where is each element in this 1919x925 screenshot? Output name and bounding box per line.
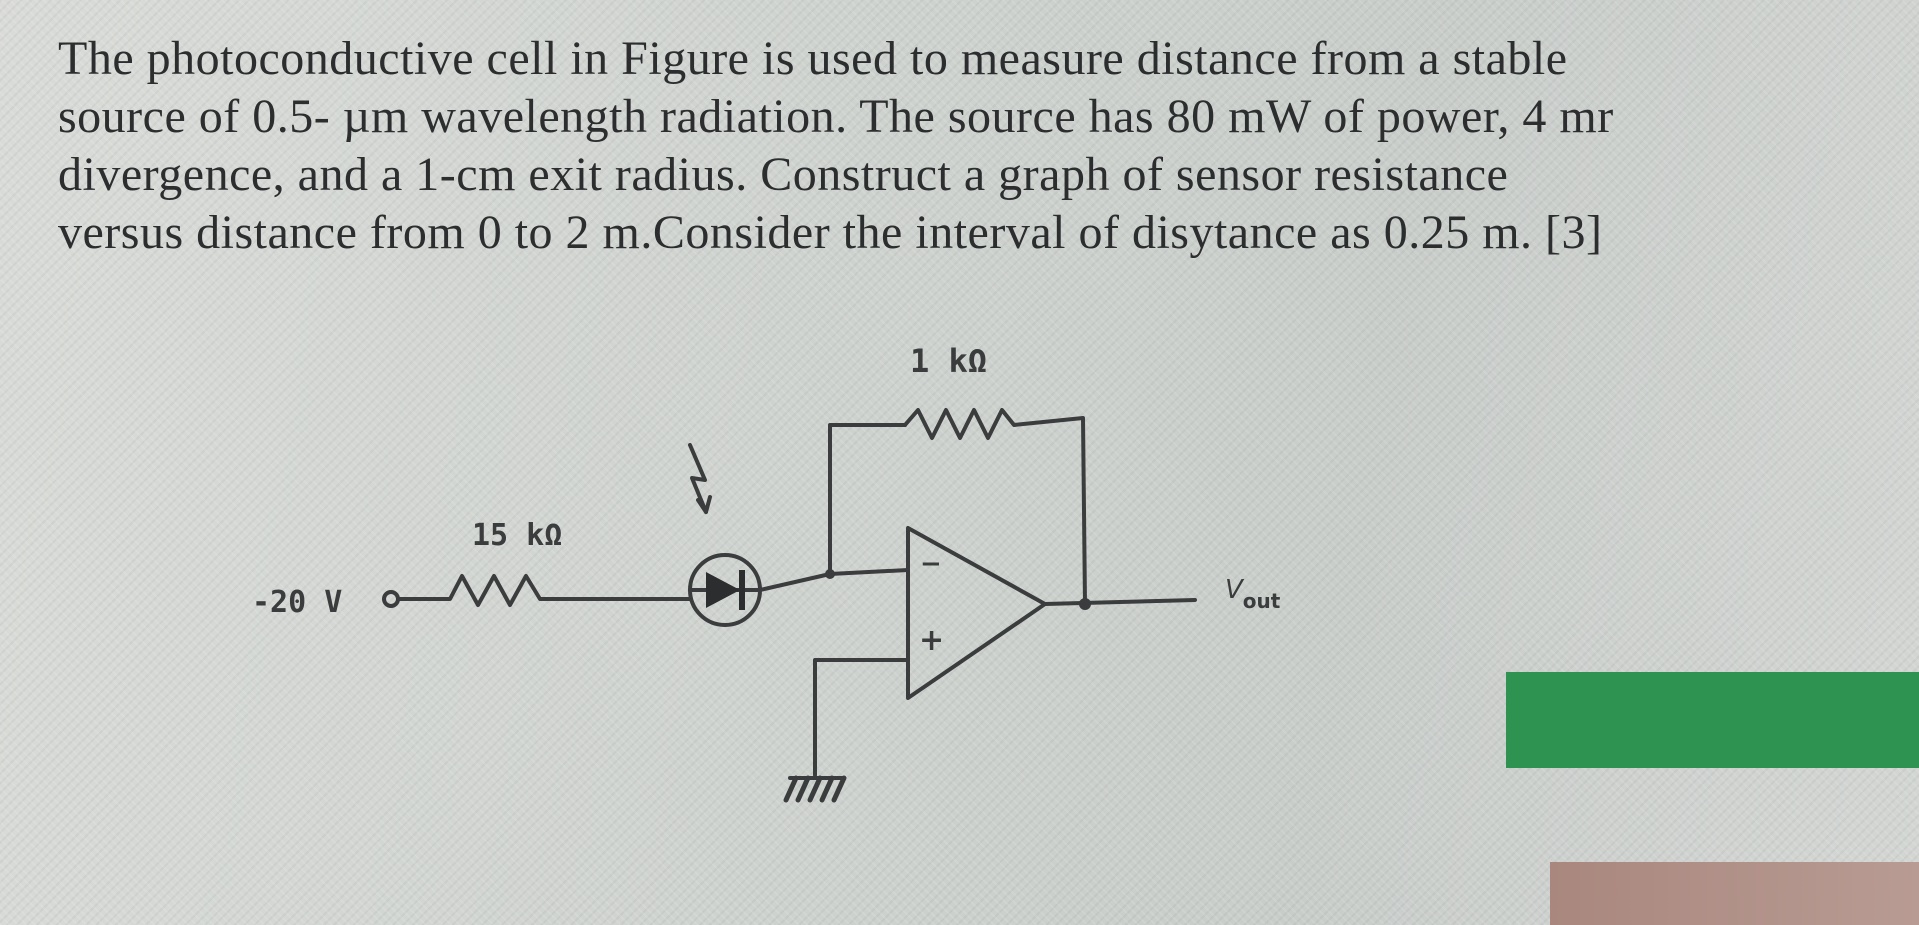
wire-to-inverting-node: [758, 572, 832, 592]
output-wire: [1043, 598, 1197, 606]
question-text: The photoconductive cell in Figure is us…: [58, 30, 1758, 262]
output-label-sub: out: [1243, 589, 1281, 613]
inverting-input-sign: −: [920, 549, 942, 579]
question-line-4: versus distance from 0 to 2 m.Consider t…: [58, 206, 1603, 259]
question-line-3: divergence, and a 1-cm exit radius. Cons…: [58, 148, 1509, 201]
feedback-resistor: [903, 408, 1087, 606]
output-node-dot: [1079, 598, 1091, 610]
green-button-fragment[interactable]: [1506, 672, 1919, 768]
inverting-node-dot: [825, 569, 835, 579]
light-arrow-icon: [688, 443, 708, 514]
question-line-2: source of 0.5- µm wavelength radiation. …: [58, 90, 1614, 143]
op-amp-icon: [906, 526, 1047, 700]
input-resistor-label: 15 kΩ: [472, 518, 562, 553]
output-label: Vout: [1225, 575, 1281, 613]
input-resistor: [396, 574, 692, 607]
feedback-resistor-label: 1 kΩ: [910, 342, 987, 380]
input-terminal: [382, 590, 400, 608]
output-label-main: V: [1225, 575, 1245, 605]
ground-wire: [813, 658, 910, 777]
diode-triangle-icon: [706, 572, 740, 608]
light-arrow-head: [696, 495, 712, 514]
noninverting-input-sign: +: [919, 623, 944, 658]
bottom-image-fragment: [1550, 862, 1919, 925]
question-line-1: The photoconductive cell in Figure is us…: [58, 32, 1568, 85]
source-voltage-label: -20 V: [252, 585, 342, 620]
ground-icon: [783, 775, 847, 803]
inverting-input-wire: [828, 568, 910, 576]
feedback-wire-left: [828, 423, 907, 576]
